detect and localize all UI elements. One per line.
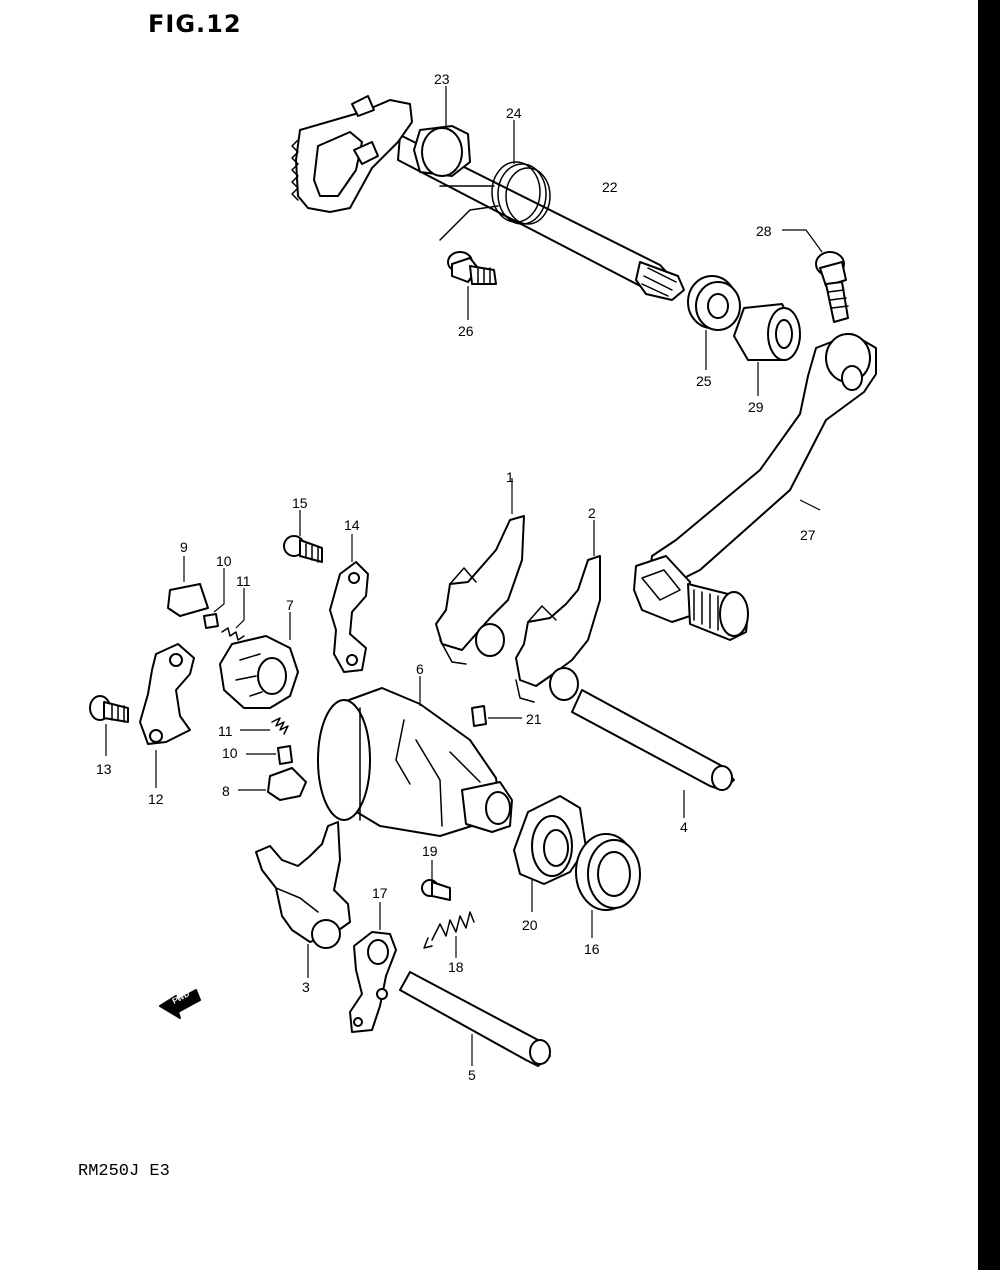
callout-15: 15 bbox=[292, 495, 308, 511]
fork-shaft-part-5 bbox=[399, 971, 551, 1067]
callout-10a: 10 bbox=[216, 553, 232, 569]
stopper-pin-part-10a bbox=[203, 613, 219, 629]
return-spring-part-24 bbox=[439, 120, 551, 241]
screw-part-13 bbox=[89, 695, 129, 756]
sector-window bbox=[313, 131, 363, 197]
callout-8: 8 bbox=[222, 783, 230, 799]
callout-3: 3 bbox=[302, 979, 310, 995]
callout-19: 19 bbox=[422, 843, 438, 859]
callout-labels: 1 2 3 4 5 6 7 8 9 10 10 11 11 12 13 14 1… bbox=[96, 71, 816, 1083]
callout-16: 16 bbox=[584, 941, 600, 957]
callout-11b: 11 bbox=[218, 723, 233, 739]
callout-5: 5 bbox=[468, 1067, 476, 1083]
screw-part-15 bbox=[283, 510, 323, 563]
callout-14: 14 bbox=[344, 517, 360, 533]
callout-6: 6 bbox=[416, 661, 424, 677]
callout-22: 22 bbox=[602, 179, 618, 195]
plate-part-14 bbox=[329, 534, 369, 673]
shift-fork-part-1 bbox=[435, 478, 525, 665]
shift-fork-part-2 bbox=[515, 520, 601, 703]
pedal-bolt-part-28 bbox=[782, 229, 849, 323]
callout-11a: 11 bbox=[236, 573, 251, 589]
callout-4: 4 bbox=[680, 819, 688, 835]
shift-cam-drum-part-6 bbox=[317, 676, 513, 837]
callout-2: 2 bbox=[588, 505, 596, 521]
fork-shaft-part-4 bbox=[571, 689, 735, 818]
cam-stopper-parts bbox=[167, 556, 299, 709]
cam-guide-plate-part-12 bbox=[139, 643, 195, 788]
model-code: RM250J E3 bbox=[78, 1162, 170, 1181]
callout-23: 23 bbox=[434, 71, 450, 87]
top-pin bbox=[351, 95, 375, 117]
callout-18: 18 bbox=[448, 959, 464, 975]
callout-7: 7 bbox=[286, 597, 294, 613]
callout-10b: 10 bbox=[222, 745, 238, 761]
bearing-part-16 bbox=[575, 833, 641, 938]
cam-driven-gear-part-20 bbox=[513, 795, 587, 912]
stopper-spring-part-11a bbox=[221, 627, 245, 641]
shift-fork-part-3 bbox=[255, 821, 351, 978]
figure-title: FIG.12 bbox=[148, 10, 242, 38]
callout-26: 26 bbox=[458, 323, 474, 339]
callout-28: 28 bbox=[756, 223, 772, 239]
bolt-part-19 bbox=[421, 860, 451, 901]
exploded-parts-diagram: FWD 1 2 3 4 5 6 7 8 9 10 10 11 11 12 13 … bbox=[89, 71, 877, 1083]
callout-12: 12 bbox=[148, 791, 164, 807]
stopper-part-8 bbox=[267, 767, 307, 801]
scan-edge-bar bbox=[978, 0, 1000, 1270]
callout-17: 17 bbox=[372, 885, 388, 901]
sector-teeth bbox=[291, 139, 299, 201]
gearshift-shaft-assembly bbox=[291, 86, 685, 301]
callout-1: 1 bbox=[506, 469, 514, 485]
stopper-pin-part-10b bbox=[277, 745, 293, 765]
bushing-part-29 bbox=[733, 303, 801, 396]
dowel-pin-part-21 bbox=[471, 705, 522, 727]
callout-20: 20 bbox=[522, 917, 538, 933]
callout-9: 9 bbox=[180, 539, 188, 555]
oil-seal-part-25 bbox=[687, 275, 741, 370]
gearshift-pedal-part-27 bbox=[633, 333, 877, 641]
shaft-bolt-part-26 bbox=[447, 251, 497, 320]
sector-pin bbox=[353, 141, 379, 165]
shift-arm-part-17 bbox=[349, 902, 397, 1033]
forward-arrow: FWD bbox=[159, 989, 201, 1019]
stopper-block-part-9 bbox=[167, 583, 209, 617]
callout-21: 21 bbox=[526, 711, 542, 727]
callout-27: 27 bbox=[800, 527, 816, 543]
callout-13: 13 bbox=[96, 761, 112, 777]
callout-29: 29 bbox=[748, 399, 764, 415]
callout-25: 25 bbox=[696, 373, 712, 389]
spring-part-18 bbox=[423, 911, 475, 958]
lower-stopper-parts bbox=[238, 717, 307, 801]
stopper-spring-part-11b bbox=[271, 717, 289, 735]
callout-24: 24 bbox=[506, 105, 522, 121]
